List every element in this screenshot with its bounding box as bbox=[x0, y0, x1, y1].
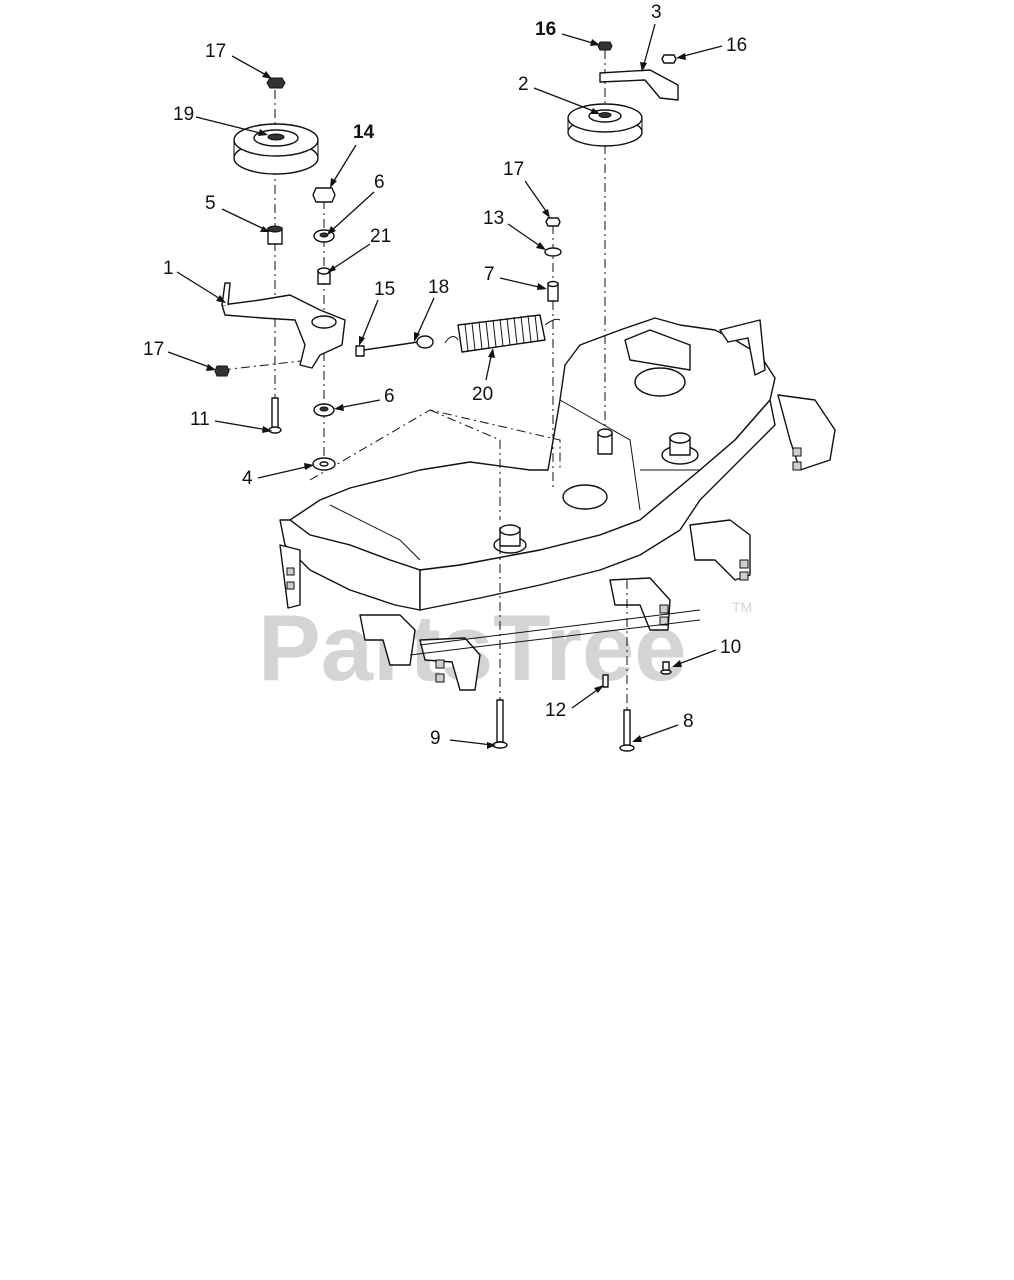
callout-14: 14 bbox=[353, 122, 375, 143]
callout-19: 19 bbox=[173, 104, 194, 125]
watermark-trademark: TM bbox=[732, 599, 752, 615]
callout-16-right: 16 bbox=[726, 35, 747, 56]
callout-9: 9 bbox=[430, 728, 441, 749]
idler-arm-assembly bbox=[214, 77, 434, 471]
callout-21: 21 bbox=[370, 226, 391, 247]
callout-18: 18 bbox=[428, 277, 449, 298]
callout-8: 8 bbox=[683, 711, 694, 732]
callout-20: 20 bbox=[472, 384, 493, 405]
callout-11: 11 bbox=[190, 409, 210, 430]
extension-spring bbox=[444, 314, 561, 353]
callout-2: 2 bbox=[518, 74, 529, 95]
callout-15: 15 bbox=[374, 279, 395, 300]
callout-3: 3 bbox=[651, 2, 662, 23]
callouts: 17 19 14 6 5 21 1 15 18 17 bbox=[143, 2, 747, 749]
callout-17-left: 17 bbox=[143, 339, 164, 360]
callout-17-top-left: 17 bbox=[205, 41, 226, 62]
callout-7: 7 bbox=[484, 264, 495, 285]
callout-4: 4 bbox=[242, 468, 253, 489]
callout-6-bottom: 6 bbox=[384, 386, 395, 407]
callout-1: 1 bbox=[163, 258, 174, 279]
fixed-idler-assembly bbox=[544, 41, 679, 490]
callout-5: 5 bbox=[205, 193, 216, 214]
callout-13: 13 bbox=[483, 208, 504, 229]
callout-16-top: 16 bbox=[535, 19, 556, 40]
callout-10: 10 bbox=[720, 637, 741, 658]
mower-deck bbox=[279, 317, 836, 691]
callout-17-right: 17 bbox=[503, 159, 524, 180]
callout-6-top: 6 bbox=[374, 172, 385, 193]
watermark: PartsTree TM bbox=[258, 595, 752, 700]
callout-12: 12 bbox=[545, 700, 566, 721]
